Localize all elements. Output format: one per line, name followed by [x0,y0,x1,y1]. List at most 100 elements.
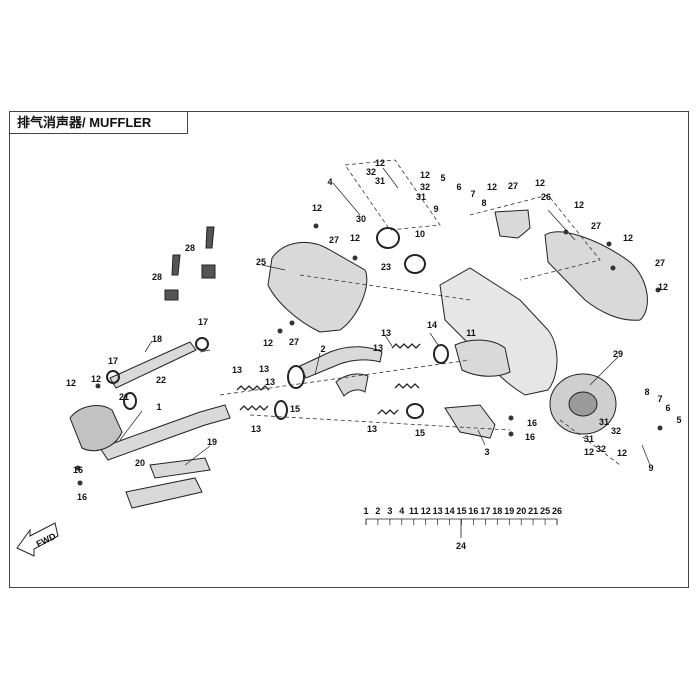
guide-line-lower [249,414,511,431]
o2-sensor-b [201,226,216,279]
callout-18: 18 [152,334,162,344]
callout-5: 5 [440,173,445,183]
callout-12: 12 [350,233,360,243]
assembly-member-16: 16 [468,506,478,516]
callout-9: 9 [433,204,438,214]
seal-ring-17a [106,370,120,384]
callout-12: 12 [420,170,430,180]
spring-13e [377,409,399,415]
guide-line-right-shield [469,194,601,281]
callout-5: 5 [676,415,681,425]
callout-15: 15 [415,428,425,438]
guide-line-top-shield [344,159,441,231]
assembly-member-2: 2 [375,506,380,516]
callout-12: 12 [574,200,584,210]
callout-12: 12 [535,178,545,188]
callout-31: 31 [599,417,609,427]
seal-ring-17b [195,337,209,351]
callout-32: 32 [366,167,376,177]
callout-15: 15 [290,404,300,414]
callout-13: 13 [367,424,377,434]
callout-31: 31 [416,192,426,202]
callout-14: 14 [427,320,437,330]
callout-2: 2 [320,344,325,354]
callout-16: 16 [525,432,535,442]
callout-13: 13 [373,343,383,353]
callout-27: 27 [655,258,665,268]
callout-32: 32 [420,182,430,192]
callout-6: 6 [665,403,670,413]
callout-9: 9 [648,463,653,473]
callout-8: 8 [481,198,486,208]
callout-12: 12 [617,448,627,458]
assembly-member-20: 20 [516,506,526,516]
callout-3: 3 [484,447,489,457]
seal-ring-15b [406,403,424,419]
callout-4: 4 [327,177,332,187]
callout-13: 13 [381,328,391,338]
assembly-member-26: 26 [552,506,562,516]
guide-line-end [559,419,621,466]
assembly-member-3: 3 [387,506,392,516]
callout-12: 12 [658,282,668,292]
muffler-end-cap-outlet [568,391,598,417]
assembly-member-11: 11 [409,506,419,516]
callout-13: 13 [232,365,242,375]
assembly-parent-24: 24 [456,541,466,551]
sleeve-20 [125,477,203,509]
assembly-member-15: 15 [456,506,466,516]
sleeve-19 [149,457,211,479]
callout-29: 29 [613,349,623,359]
callout-23: 23 [381,262,391,272]
catalyst-joint [454,339,511,377]
assembly-member-14: 14 [445,506,455,516]
assembly-member-25: 25 [540,506,550,516]
diagram-frame [9,111,689,588]
callout-27: 27 [591,221,601,231]
spring-13b [239,405,269,411]
shield-bracket-top [494,209,531,239]
callout-26: 26 [541,192,551,202]
callout-11: 11 [466,328,476,338]
heat-shield-left [267,241,368,333]
callout-19: 19 [207,437,217,447]
callout-7: 7 [657,394,662,404]
callout-22: 22 [156,375,166,385]
callout-17: 17 [108,356,118,366]
spring-13c [391,343,421,349]
callout-21: 21 [119,392,129,402]
assembly-member-19: 19 [504,506,514,516]
assembly-member-17: 17 [480,506,490,516]
callout-25: 25 [256,257,266,267]
callout-13: 13 [251,424,261,434]
callout-13: 13 [259,364,269,374]
callout-27: 27 [508,181,518,191]
spring-13d [394,383,420,389]
callout-27: 27 [289,337,299,347]
callout-31: 31 [375,176,385,186]
guard-rod [109,341,197,389]
callout-7: 7 [470,189,475,199]
callout-16: 16 [77,492,87,502]
guide-line-left-shield [299,274,471,301]
mid-pipe-lower [335,373,369,397]
assembly-member-1: 1 [363,506,368,516]
heat-shield-right [544,231,648,321]
callout-28: 28 [185,243,195,253]
fwd-arrow: FWD [16,522,59,557]
callout-10: 10 [415,229,425,239]
callout-13: 13 [265,377,275,387]
callout-27: 27 [329,235,339,245]
assembly-member-12: 12 [421,506,431,516]
callout-31: 31 [584,434,594,444]
o2-sensor-a [164,254,181,301]
callout-1: 1 [156,402,161,412]
assembly-member-18: 18 [492,506,502,516]
callout-12: 12 [623,233,633,243]
callout-32: 32 [611,426,621,436]
tail-pipe [444,404,496,439]
callout-12: 12 [91,374,101,384]
